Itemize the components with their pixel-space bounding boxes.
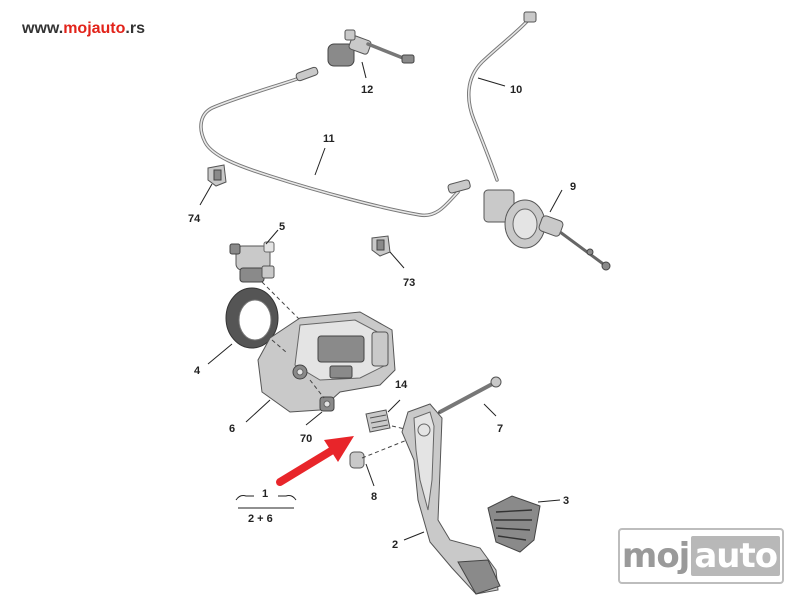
label-9: 9 — [570, 181, 576, 193]
label-6: 6 — [229, 423, 235, 435]
part-5-switch — [229, 241, 275, 283]
label-5: 5 — [279, 221, 285, 233]
label-2: 2 — [392, 539, 398, 551]
site-url-brand: mojauto — [63, 20, 126, 37]
assembly-line-70 — [309, 379, 325, 399]
label-3: 3 — [563, 495, 569, 507]
site-url-suffix: .rs — [125, 20, 145, 37]
part-9-master-cylinder — [483, 189, 611, 271]
part-6-pedal-bracket — [257, 311, 396, 413]
part-3-pedal-pad — [487, 495, 541, 553]
label-1: 1 — [262, 488, 268, 500]
part-14-spring — [365, 409, 391, 433]
part-2-clutch-pedal — [401, 403, 501, 595]
label-70: 70 — [300, 433, 312, 445]
indicator-arrow — [276, 436, 354, 486]
label-74: 74 — [188, 213, 201, 225]
label-8: 8 — [371, 491, 377, 503]
part-7-pivot-pin — [438, 376, 502, 414]
label-14: 14 — [395, 379, 408, 391]
label-73: 73 — [403, 277, 415, 289]
label-7: 7 — [497, 423, 503, 435]
part-4-seal — [225, 287, 279, 349]
label-1-sub: 2 + 6 — [248, 513, 273, 525]
watermark-part2: auto — [691, 536, 781, 576]
site-url[interactable]: www.mojauto.rs — [22, 20, 145, 38]
leader-lines — [199, 61, 563, 541]
label-10: 10 — [510, 84, 522, 96]
part-11-cable — [199, 66, 471, 218]
site-url-prefix: www. — [22, 20, 64, 37]
label-4: 4 — [194, 365, 201, 377]
part-70-nut — [319, 396, 335, 412]
assembly-line-5 — [261, 281, 306, 326]
watermark-part1: moj — [621, 536, 690, 576]
part-74-clip — [207, 164, 227, 187]
assembly-line-8 — [361, 437, 413, 459]
part-12-cable-fitting — [327, 29, 415, 67]
part-73-clip — [371, 235, 391, 257]
assembly-line-4 — [271, 339, 287, 353]
label-12: 12 — [361, 84, 373, 96]
part-8-bushing — [349, 451, 365, 469]
label-11: 11 — [323, 133, 335, 145]
part-10-pipe — [467, 11, 537, 182]
